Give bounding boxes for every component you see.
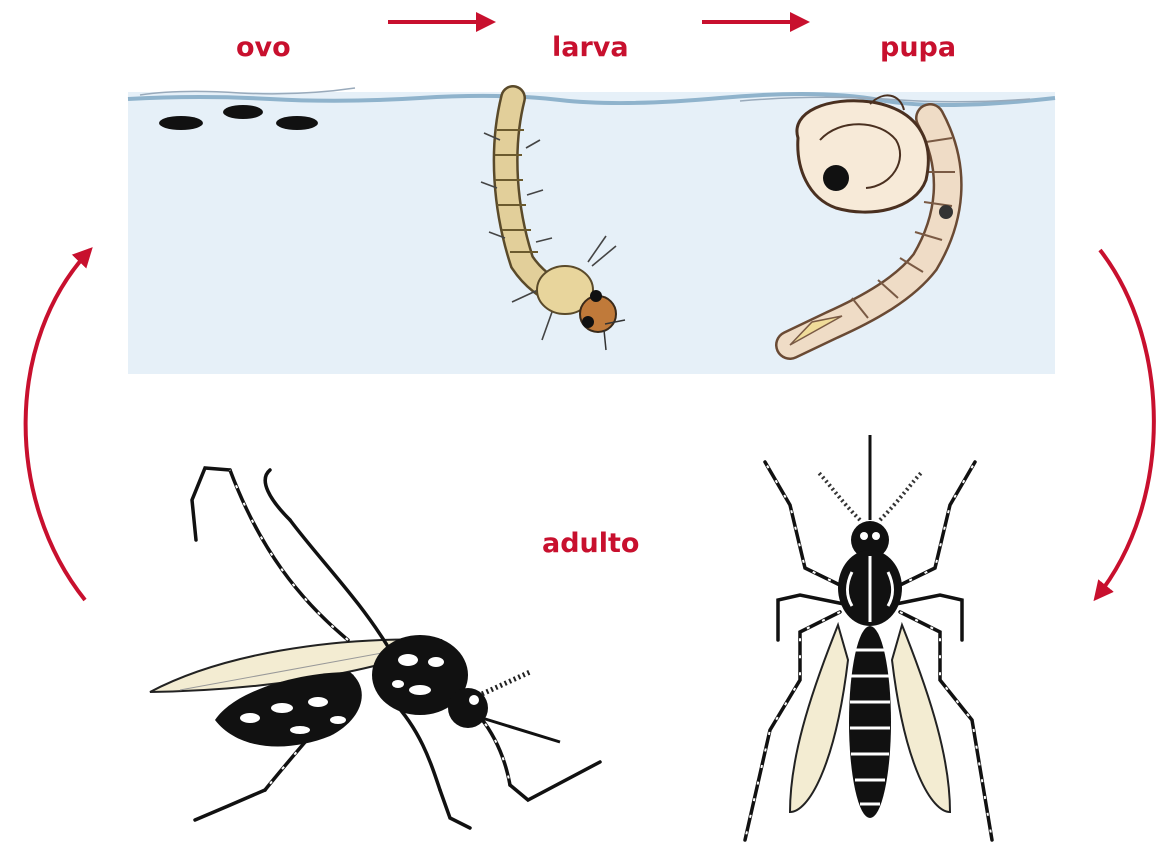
label-larva: larva [552, 34, 629, 61]
arrow-pupa-to-adult [1096, 250, 1154, 598]
label-egg: ovo [236, 34, 291, 61]
adult-mosquito-side-illustration [150, 468, 600, 828]
label-adult: adulto [542, 530, 639, 557]
arrow-adult-to-egg [26, 250, 90, 600]
adult-mosquito-top-illustration [745, 435, 992, 840]
label-pupa: pupa [880, 34, 956, 61]
